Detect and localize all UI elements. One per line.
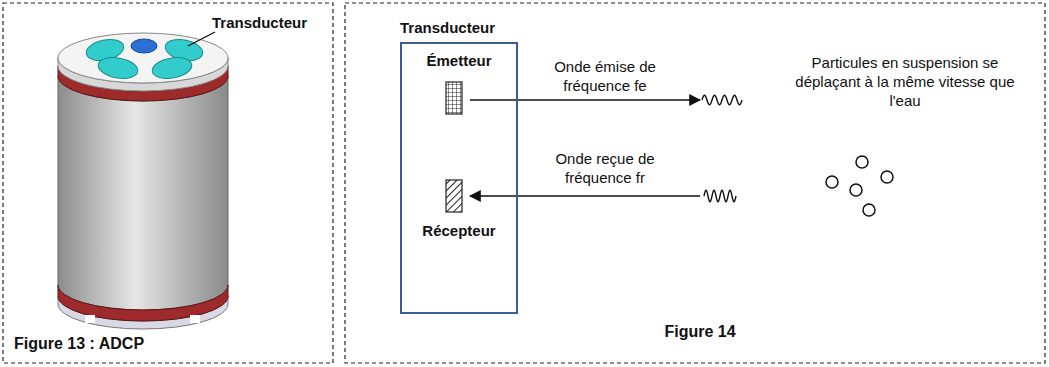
wave-label: Onde émise de fréquence fe	[530, 58, 680, 96]
part-name: Transducteur	[212, 14, 332, 33]
wave-symbol	[704, 190, 736, 201]
figure-caption: Figure 13 : ADCP	[14, 334, 214, 354]
part-name: Émetteur	[400, 52, 518, 71]
wave-label: Onde reçue de fréquence fr	[530, 150, 680, 188]
panel-frame	[345, 3, 1045, 363]
emitted-wave-arrow	[470, 99, 700, 101]
panel-frame	[3, 3, 333, 363]
figure-caption: Figure 14	[640, 322, 760, 342]
note: Particules en suspension se déplaçant à …	[780, 54, 1030, 110]
leader-line	[188, 32, 215, 46]
received-wave-arrow	[470, 195, 700, 197]
wave-symbol	[702, 95, 742, 105]
emitter-symbol	[446, 82, 462, 114]
adcp-drawing	[58, 32, 228, 329]
particles	[826, 156, 893, 216]
node-heading: Transducteur	[400, 19, 495, 36]
receiver-symbol	[446, 180, 462, 212]
part-name: Récepteur	[400, 222, 518, 241]
transducer-box: Transducteur	[400, 42, 518, 314]
